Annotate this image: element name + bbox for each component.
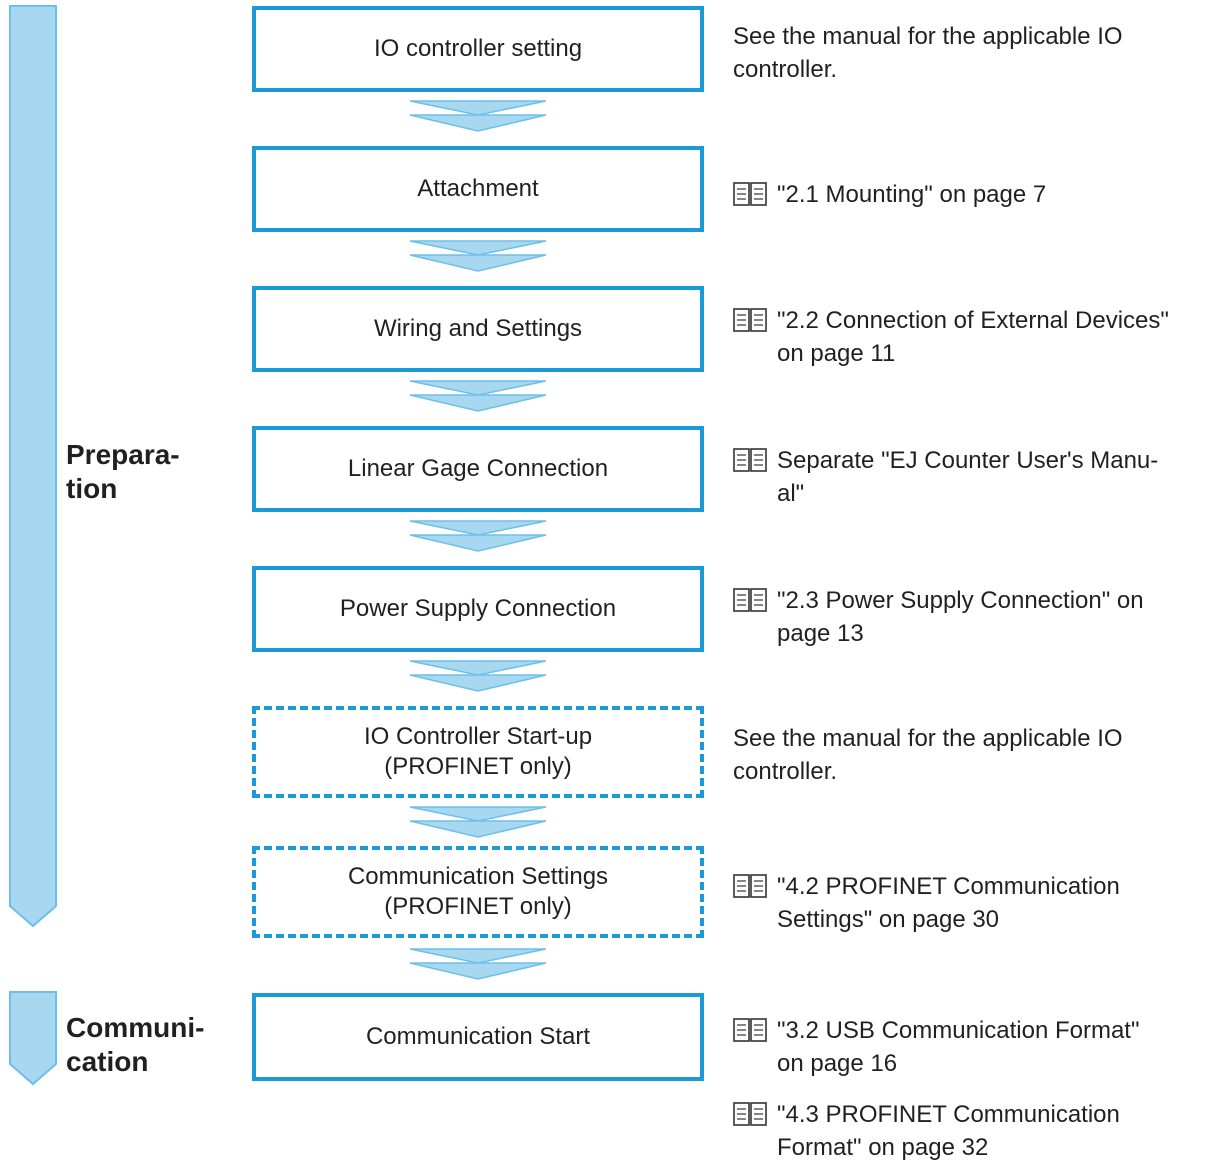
flow-chevron-5 — [409, 660, 547, 692]
step-io-controller-setting: IO controller setting — [252, 6, 704, 92]
step-attachment: Attachment — [252, 146, 704, 232]
flow-chevron-3 — [409, 380, 547, 412]
flow-chevron-4 — [409, 520, 547, 552]
book-icon — [733, 1018, 767, 1042]
reference-ej-counter-manual[interactable]: Separate "EJ Counter User's Manu-al" — [733, 444, 1203, 510]
reference-mounting[interactable]: "2.1 Mounting" on page 7 — [733, 178, 1203, 211]
step-power-supply-connection: Power Supply Connection — [252, 566, 704, 652]
communication-phase-label: Communi- cation — [66, 1012, 205, 1077]
preparation-phase-arrow — [9, 5, 57, 928]
book-icon — [733, 874, 767, 898]
step-communication-start: Communication Start — [252, 993, 704, 1081]
flow-chevron-7 — [409, 948, 547, 980]
step-communication-settings: Communication Settings(PROFINET only) — [252, 846, 704, 938]
step-linear-gage-connection: Linear Gage Connection — [252, 426, 704, 512]
book-icon — [733, 448, 767, 472]
communication-phase-arrow — [9, 991, 57, 1086]
flow-chevron-2 — [409, 240, 547, 272]
step-wiring-and-settings: Wiring and Settings — [252, 286, 704, 372]
book-icon — [733, 308, 767, 332]
reference-usb-format[interactable]: "3.2 USB Communication Format"on page 16 — [733, 1014, 1203, 1080]
step-io-controller-start-up: IO Controller Start-up(PROFINET only) — [252, 706, 704, 798]
flow-chevron-1 — [409, 100, 547, 132]
book-icon — [733, 588, 767, 612]
reference-external-devices[interactable]: "2.2 Connection of External Devices"on p… — [733, 304, 1203, 370]
book-icon — [733, 1102, 767, 1126]
flow-chevron-6 — [409, 806, 547, 838]
preparation-phase-label: Prepara- tion — [66, 439, 180, 504]
book-icon — [733, 182, 767, 206]
